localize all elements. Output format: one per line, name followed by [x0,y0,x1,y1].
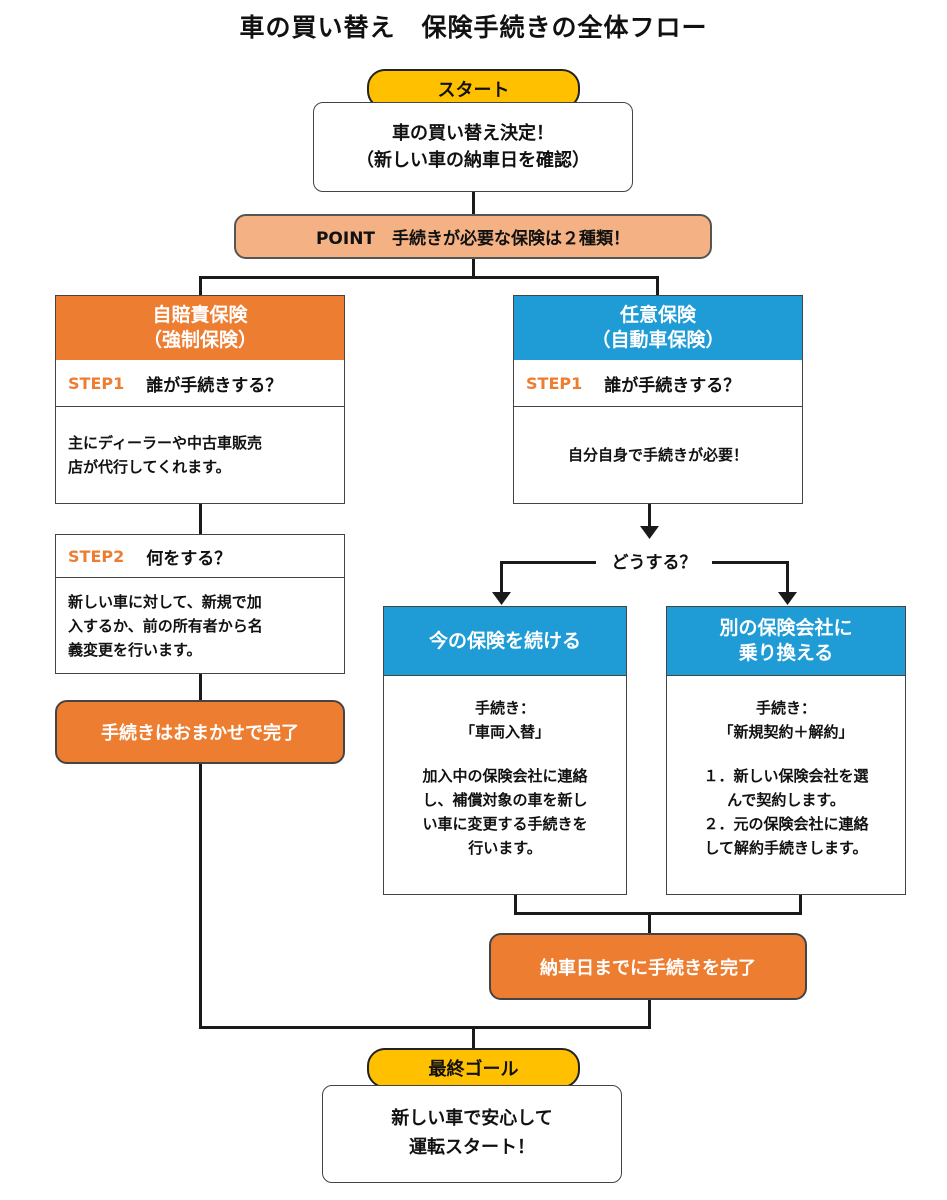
left-header-line1: 自賠責保険 [152,304,248,327]
option-a-desc-line3: い車に変更する手続きを [422,815,588,833]
start-box-line2: （新しい車の納車日を確認） [356,150,590,171]
option-a-proc-label: 手続き： [474,699,535,717]
arrowhead-option-b-icon [778,592,797,605]
connector-option-b-merge-down [799,894,802,914]
option-a-desc-line2: し、補償対象の車を新し [422,791,588,809]
left-step2-answer-line1: 新しい車に対して、新規で加 [68,593,262,611]
connector-option-a-merge-down [514,894,517,914]
left-step1-row: STEP1 誰が手続きする？ [56,360,344,407]
connector-merge-horizontal [514,912,802,915]
connector-how-horizontal-left [500,561,596,564]
connector-right-done-down [648,1000,651,1029]
connector-option-b-drop [786,561,789,597]
left-insurance-header: 自賠責保険 （強制保険） [56,296,344,360]
connector-to-goal [472,1026,475,1050]
start-box: 車の買い替え決定！ （新しい車の納車日を確認） [313,102,633,192]
arrowhead-option-a-icon [492,592,511,605]
option-b-proc-label: 手続き： [755,699,816,717]
option-a-header: 今の保険を続ける [383,606,627,676]
right-insurance-card: 任意保険 （自動車保険） STEP1 誰が手続きする？ 自分自身で手続きが必要！ [513,295,803,504]
left-step1-label: STEP1 [68,373,125,393]
right-insurance-header: 任意保険 （自動車保険） [514,296,802,360]
right-step1-answer-text: 自分自身で手続きが必要！ [567,446,748,464]
connector-right-drop [656,276,659,296]
right-step1-question: 誰が手続きする？ [604,375,741,396]
right-done-box: 納車日までに手続きを完了 [489,933,807,1000]
option-b-desc: １．新しい保険会社を選 んで契約します。 ２．元の保険会社に連絡 して解約手続き… [667,764,905,860]
page-title: 車の買い替え 保険手続きの全体フロー [239,13,708,42]
option-a-body: 手続き： 「車両入替」 加入中の保険会社に連絡 し、補償対象の車を新し い車に変… [383,675,627,895]
goal-box-line1: 新しい車で安心して [391,1108,553,1130]
connector-start-to-point [472,190,475,215]
right-step1-row: STEP1 誰が手続きする？ [514,360,802,407]
option-a-desc: 加入中の保険会社に連絡 し、補償対象の車を新し い車に変更する手続きを 行います… [384,764,626,860]
connector-left-step2-done [199,673,202,701]
left-step2-row: STEP2 何をする？ [56,535,344,578]
option-a-proc: 手続き： 「車両入替」 [384,696,626,744]
connector-split-horizontal [199,276,659,279]
left-step2-card: STEP2 何をする？ 新しい車に対して、新規で加 入するか、前の所有者から名 … [55,534,345,674]
option-a-proc-name: 「車両入替」 [459,723,550,741]
connector-bottom-horizontal-right [472,1026,651,1029]
option-b-desc-line4: して解約手続きします。 [704,839,868,857]
goal-box-line2: 運転スタート！ [409,1137,535,1158]
connector-merge-to-done [648,912,651,934]
option-b-body: 手続き： 「新規契約＋解約」 １．新しい保険会社を選 んで契約します。 ２．元の… [666,675,906,895]
right-header-line2: （自動車保険） [591,329,725,351]
connector-point-down [472,258,475,278]
connector-right-step1-how [648,503,651,531]
option-b-header-line2: 乗り換える [738,642,834,664]
left-header-line2: （強制保険） [142,329,257,351]
connector-how-horizontal-right [712,561,788,564]
left-step1-question: 誰が手続きする？ [146,375,283,396]
right-step1-answer: 自分自身で手続きが必要！ [514,407,802,503]
option-a-desc-line1: 加入中の保険会社に連絡 [422,767,588,785]
option-b-desc-line3: ２．元の保険会社に連絡 [703,815,869,833]
start-box-line1: 車の買い替え決定！ [392,123,554,144]
left-step2-answer: 新しい車に対して、新規で加 入するか、前の所有者から名 義変更を行います。 [56,578,344,674]
left-step2-question: 何をする？ [146,548,232,569]
option-b-desc-line1: １．新しい保険会社を選 [703,767,869,785]
left-step2-answer-line2: 入するか、前の所有者から名 [68,617,263,635]
right-step1-label: STEP1 [526,373,583,393]
left-step1-answer-line1: 主にディーラーや中古車販売 [68,434,262,452]
right-header-line1: 任意保険 [619,304,696,327]
connector-left-long-down [199,764,202,1028]
connector-option-a-drop [500,561,503,597]
connector-left-step1-step2 [199,503,202,535]
option-b-desc-line2: んで契約します。 [727,791,845,809]
point-banner: POINT 手続きが必要な保険は２種類！ [234,214,712,259]
connector-left-drop [199,276,202,296]
option-a-desc-line4: 行います。 [468,839,542,857]
left-step2-answer-line3: 義変更を行います。 [68,641,202,659]
arrowhead-how-icon [640,526,659,539]
option-b-proc: 手続き： 「新規契約＋解約」 [667,696,905,744]
left-step2-label: STEP2 [68,546,125,566]
goal-pill: 最終ゴール [367,1048,580,1088]
option-b-proc-name: 「新規契約＋解約」 [718,723,854,741]
left-done-box: 手続きはおまかせで完了 [55,700,345,764]
how-question: どうする？ [596,548,712,576]
option-b-header: 別の保険会社に 乗り換える [666,606,906,676]
left-insurance-card: 自賠責保険 （強制保険） STEP1 誰が手続きする？ 主にディーラーや中古車販… [55,295,345,504]
option-b-header-line1: 別の保険会社に [719,617,853,640]
left-step1-answer: 主にディーラーや中古車販売 店が代行してくれます。 [56,407,344,503]
goal-box: 新しい車で安心して 運転スタート！ [322,1085,622,1183]
connector-bottom-horizontal [199,1026,475,1029]
left-step1-answer-line2: 店が代行してくれます。 [68,458,231,476]
